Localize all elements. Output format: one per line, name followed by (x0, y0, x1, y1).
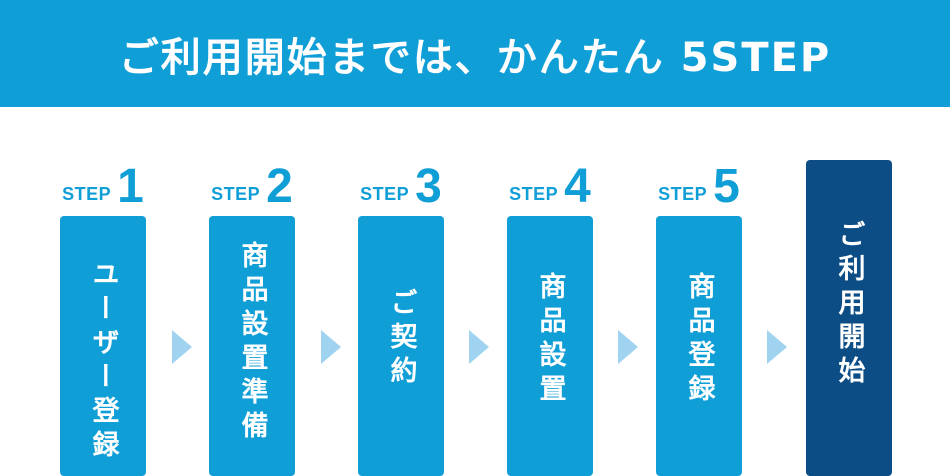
step-3-text: ご契約 (385, 288, 417, 390)
step-1-number: 1 (117, 160, 144, 213)
step-2-label: STEP 2 (209, 160, 295, 213)
step-4-number: 4 (564, 160, 591, 213)
step-3-label: STEP 3 (358, 160, 444, 213)
arrow-right-icon (321, 330, 341, 364)
final-start-box: ご利用開始 (806, 160, 892, 476)
step-2-word: STEP (211, 184, 261, 204)
arrow-right-icon (469, 330, 489, 364)
step-1-word: STEP (62, 184, 112, 204)
arrow-right-icon (767, 330, 787, 364)
step-3-box: ご契約 (358, 216, 444, 476)
step-5-number: 5 (713, 160, 740, 213)
step-4-word: STEP (509, 184, 559, 204)
arrow-right-icon (172, 330, 192, 364)
final-start-text: ご利用開始 (833, 220, 865, 390)
step-4-label: STEP 4 (507, 160, 593, 213)
step-4-text: 商品設置 (534, 272, 566, 408)
step-2-number: 2 (266, 160, 293, 213)
arrow-right-icon (618, 330, 638, 364)
step-5-box: 商品登録 (656, 216, 742, 476)
title-banner: ご利用開始までは、かんたん 5STEP (0, 0, 950, 107)
step-3-word: STEP (360, 184, 410, 204)
step-5-text: 商品登録 (683, 272, 715, 408)
step-2-box: 商品設置準備 (209, 216, 295, 476)
banner-title: ご利用開始までは、かんたん 5STEP (118, 34, 832, 81)
step-4-box: 商品設置 (507, 216, 593, 476)
step-3-number: 3 (415, 160, 442, 213)
step-2-text: 商品設置準備 (236, 241, 268, 445)
step-1-label: STEP 1 (60, 160, 146, 213)
step-1-text: ユーザー登録 (87, 260, 119, 464)
step-1-box: ユーザー登録 (60, 216, 146, 476)
step-5-word: STEP (658, 184, 708, 204)
step-5-label: STEP 5 (656, 160, 742, 213)
